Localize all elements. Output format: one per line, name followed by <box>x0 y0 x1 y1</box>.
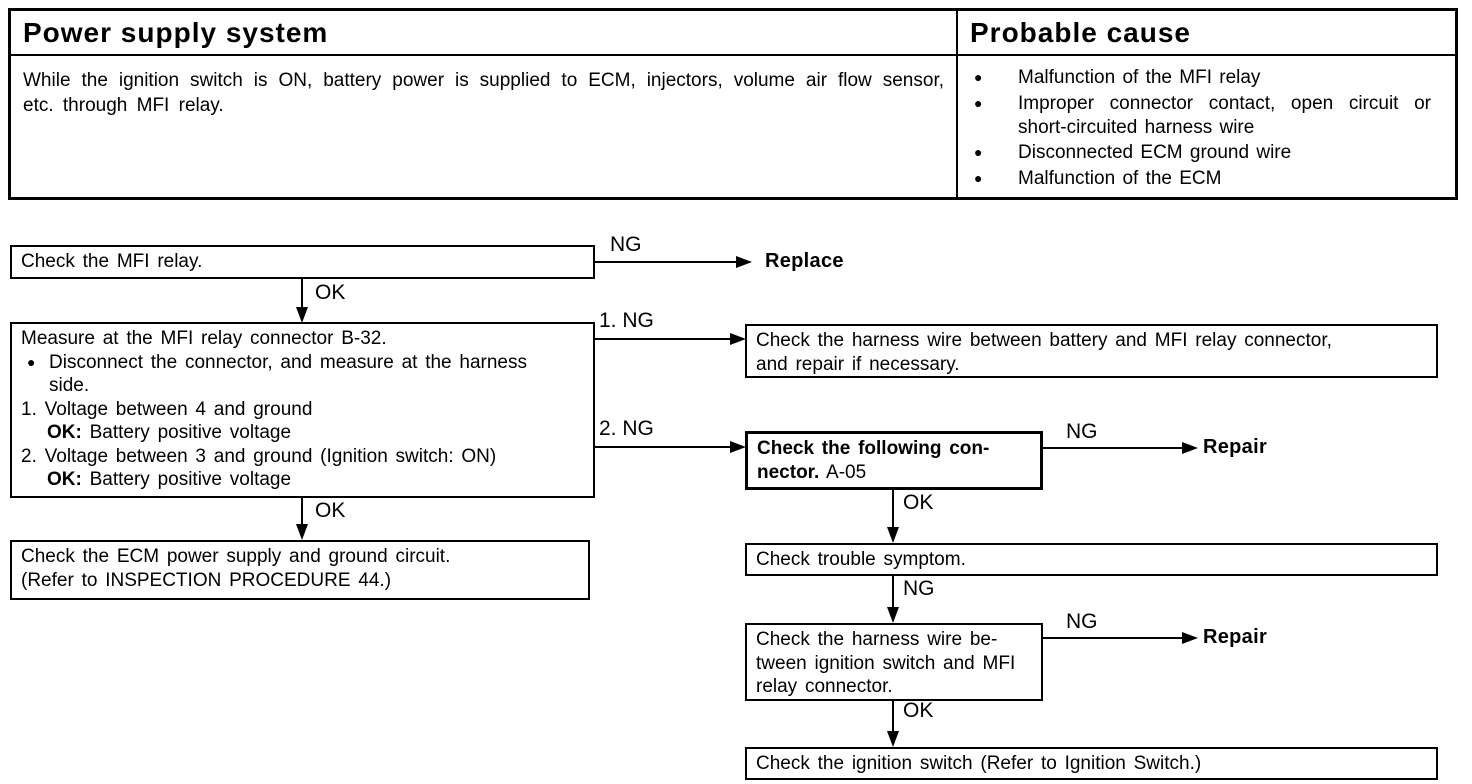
flow-line <box>595 446 731 448</box>
arrow-down-icon <box>296 524 308 540</box>
arrow-right-icon <box>730 333 746 345</box>
probable-cause-list: ● Malfunction of the MFI relay ● Imprope… <box>958 56 1455 191</box>
flow-box-ecm-power: Check the ECM power supply and ground ci… <box>10 540 590 600</box>
bullet-icon: ● <box>27 353 36 370</box>
flow-line <box>301 497 303 525</box>
ng-label: NG <box>903 577 935 600</box>
arrow-down-icon <box>296 307 308 323</box>
arrow-right-icon <box>1182 442 1198 454</box>
flow-line <box>301 279 303 309</box>
flow-line <box>892 576 894 608</box>
system-description: While the ignition switch is ON, battery… <box>23 70 944 117</box>
flow-box-trouble-symptom: Check trouble symptom. <box>745 543 1438 576</box>
flow-box-ignition-switch: Check the ignition switch (Refer to Igni… <box>745 747 1438 780</box>
flow-line <box>595 261 737 263</box>
ng2-label: 2. NG <box>599 417 654 440</box>
bullet-icon: ● <box>974 144 983 161</box>
bullet-icon: ● <box>974 69 983 85</box>
bullet-icon: ● <box>974 170 983 186</box>
list-item: ● Disconnected ECM ground wire <box>974 142 1292 164</box>
connector-code: A-05 <box>826 461 867 483</box>
system-title: Power supply system <box>23 17 329 48</box>
replace-action: Replace <box>765 250 844 272</box>
ok-label: OK <box>903 699 934 722</box>
repair-action: Repair <box>1203 436 1268 458</box>
flow-box-check-connector: Check the following con- nector. A-05 <box>745 431 1043 490</box>
measure-step-1-result: OK: Battery positive voltage <box>47 422 292 444</box>
list-item: ● Malfunction of the ECM <box>974 168 1222 189</box>
ng-label: NG <box>610 233 642 256</box>
flow-line <box>595 338 731 340</box>
info-table: Power supply system Probable cause While… <box>8 8 1458 200</box>
flow-line <box>1043 637 1183 639</box>
flow-line <box>892 701 894 732</box>
arrow-right-icon <box>736 256 752 268</box>
measure-step-2-result: OK: Battery positive voltage <box>47 469 292 491</box>
flow-box-harness-ignition: Check the harness wire be- tween ignitio… <box>745 623 1043 701</box>
arrow-down-icon <box>887 731 899 747</box>
measure-title: Measure at the MFI relay connector B-32. <box>21 328 387 349</box>
ng-label: NG <box>1066 420 1098 443</box>
ok-label: OK <box>903 491 934 514</box>
flow-box-harness-battery: Check the harness wire between battery a… <box>745 324 1438 378</box>
system-description-cell: While the ignition switch is ON, battery… <box>11 56 958 197</box>
probable-cause-cell: ● Malfunction of the MFI relay ● Imprope… <box>958 56 1455 197</box>
arrow-right-icon <box>1182 632 1198 644</box>
table-body-row: While the ignition switch is ON, battery… <box>11 56 1455 197</box>
list-item: ● Malfunction of the MFI relay <box>974 67 1261 88</box>
flow-box-check-mfi-relay: Check the MFI relay. <box>10 245 595 279</box>
arrow-down-icon <box>887 527 899 543</box>
ok-label: OK <box>315 281 346 304</box>
ok-label: OK <box>315 499 346 522</box>
flow-box-measure-connector: Measure at the MFI relay connector B-32.… <box>10 322 595 498</box>
ng1-label: 1. NG <box>599 309 654 332</box>
bullet-icon: ● <box>974 94 983 111</box>
header-cell-system: Power supply system <box>11 11 958 54</box>
ng-label: NG <box>1066 610 1098 633</box>
list-item: ● Improper connector contact, open circu… <box>974 92 1431 138</box>
flow-line <box>1043 447 1183 449</box>
arrow-down-icon <box>887 607 899 623</box>
table-header-row: Power supply system Probable cause <box>11 11 1455 56</box>
measure-step-2: 2. Voltage between 3 and ground (Ignitio… <box>21 445 497 467</box>
repair-action: Repair <box>1203 626 1268 648</box>
measure-step-1: 1. Voltage between 4 and ground <box>21 398 313 420</box>
list-item: ● Disconnect the connector, and measure … <box>21 351 584 398</box>
arrow-right-icon <box>730 441 746 453</box>
header-cell-cause: Probable cause <box>958 11 1455 54</box>
probable-cause-title: Probable cause <box>970 17 1191 48</box>
flow-line <box>892 490 894 528</box>
